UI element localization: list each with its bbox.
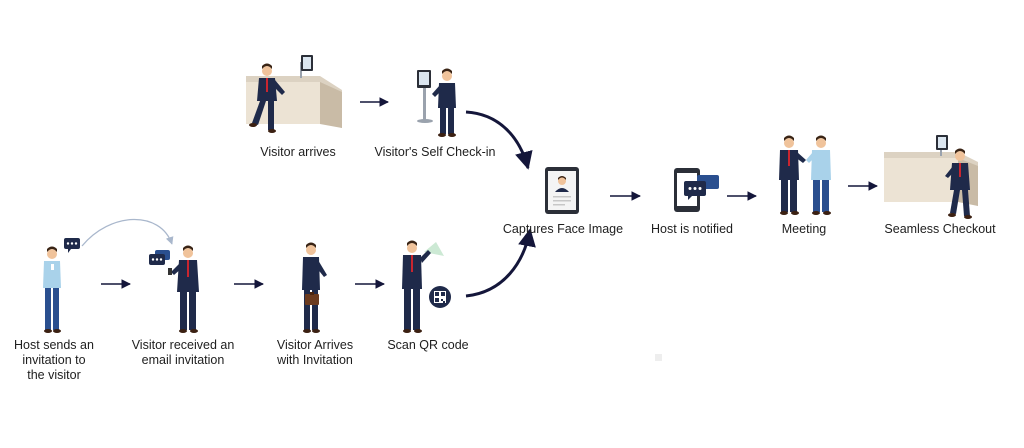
label-seamless-checkout: Seamless Checkout (884, 222, 996, 236)
label-visitor-received-line-1: Visitor received an (131, 338, 235, 352)
host-figure (43, 238, 80, 333)
tablet-face-icon (545, 167, 579, 214)
label-visitor-arrives: Visitor arrives (260, 145, 336, 159)
label-arrives-with-invitation-line-2: with Invitation (277, 353, 353, 367)
decorative-dot (655, 354, 662, 361)
flow-arrows (101, 97, 878, 298)
label-host-sends-line-2: invitation to (22, 353, 86, 367)
checkout-counter-illustration (884, 135, 978, 219)
label-host-sends-line-1: Host sends an (14, 338, 94, 352)
label-meeting: Meeting (781, 222, 827, 236)
label-self-checkin: Visitor's Self Check-in (374, 145, 496, 159)
reception-counter-illustration (246, 55, 342, 128)
self-checkin-kiosk-illustration (417, 68, 456, 137)
label-host-sends-line-3: the visitor (27, 368, 81, 382)
visitor-scan-figure (402, 240, 451, 333)
visitor-email-figure (149, 245, 199, 333)
visitor-briefcase-figure (302, 242, 327, 333)
label-arrives-with-invitation-line-1: Visitor Arrives (276, 338, 354, 352)
label-host-sends: Host sends an invitation to the visitor (4, 338, 104, 383)
label-visitor-received: Visitor received an email invitation (118, 338, 248, 368)
meeting-figures (779, 135, 831, 215)
arrow-checkin-to-face (465, 110, 533, 170)
label-scan-qr: Scan QR code (387, 338, 469, 352)
label-arrives-with-invitation: Visitor Arrives with Invitation (262, 338, 368, 368)
arrow-scan-to-face (465, 228, 536, 298)
walking-visitor-figure (249, 63, 285, 133)
label-captures-face: Captures Face Image (502, 222, 624, 236)
label-host-notified: Host is notified (651, 222, 733, 236)
phone-notification-icon (674, 168, 719, 212)
arrow-email-curve (81, 218, 174, 247)
label-visitor-received-line-2: email invitation (141, 353, 225, 367)
